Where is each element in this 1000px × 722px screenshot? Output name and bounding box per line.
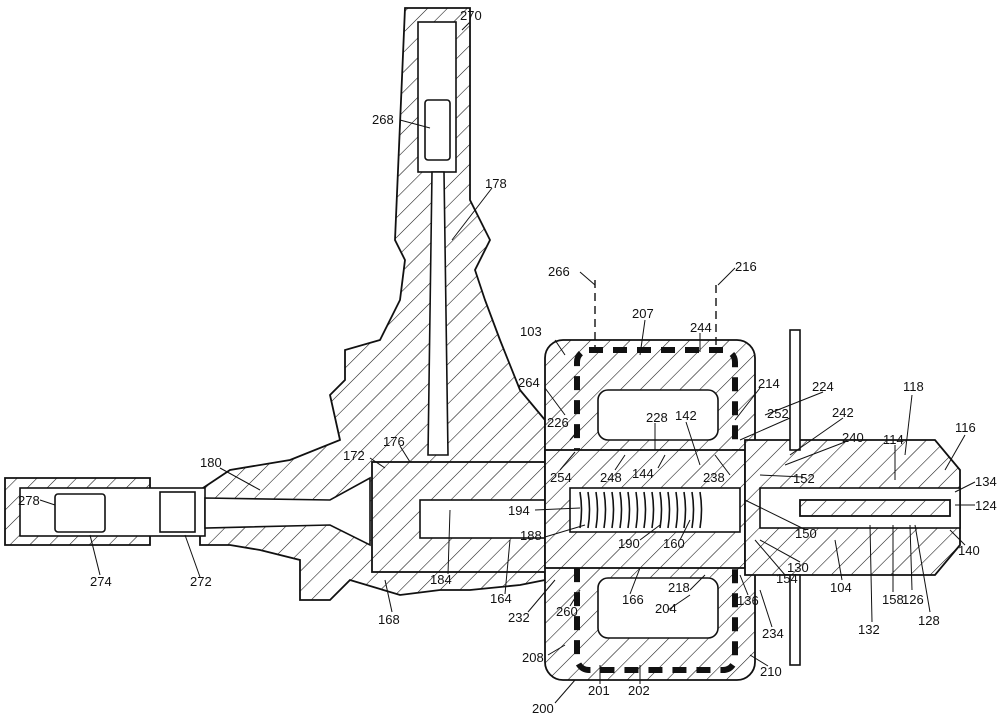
label-264: 264	[518, 375, 540, 390]
leader-lines	[39, 21, 976, 704]
label-244: 244	[690, 320, 712, 335]
label-240: 240	[842, 430, 864, 445]
label-188: 188	[520, 528, 542, 543]
label-184: 184	[430, 572, 452, 587]
label-130: 130	[787, 560, 809, 575]
label-274: 274	[90, 574, 112, 589]
label-114: 114	[883, 432, 904, 447]
coil-lower	[597, 577, 719, 639]
label-268: 268	[372, 112, 394, 127]
label-190: 190	[618, 536, 640, 551]
label-168: 168	[378, 612, 400, 627]
label-194: 194	[508, 503, 530, 518]
label-118: 118	[903, 379, 924, 394]
valve-housing	[4, 7, 546, 601]
label-176: 176	[383, 434, 405, 449]
label-232: 232	[508, 610, 530, 625]
label-158: 158	[882, 592, 904, 607]
label-210: 210	[760, 664, 782, 679]
label-204: 204	[655, 601, 677, 616]
needle-132	[799, 499, 951, 517]
label-248: 248	[600, 470, 622, 485]
label-103: 103	[520, 324, 542, 339]
label-154: 154	[776, 571, 798, 586]
label-202: 202	[628, 683, 650, 698]
label-270: 270	[460, 8, 482, 23]
label-104: 104	[830, 580, 852, 595]
vertical-passage	[427, 171, 449, 456]
part-272	[159, 491, 196, 533]
label-207: 207	[632, 306, 654, 321]
label-172: 172	[343, 448, 365, 463]
label-201: 201	[588, 683, 610, 698]
spring-194	[579, 491, 703, 529]
label-160: 160	[663, 536, 685, 551]
label-200: 200	[532, 701, 554, 716]
label-142: 142	[675, 408, 697, 423]
label-152: 152	[793, 471, 815, 486]
label-166: 166	[622, 592, 644, 607]
label-126: 126	[902, 592, 924, 607]
label-218: 218	[668, 580, 690, 595]
label-180: 180	[200, 455, 222, 470]
reference-numerals: 270 268 178 266 216 207 244 103 264 214 …	[18, 8, 997, 716]
label-252: 252	[767, 406, 789, 421]
label-238: 238	[703, 470, 725, 485]
label-242: 242	[832, 405, 854, 420]
plug-274	[54, 493, 106, 533]
label-116: 116	[955, 420, 976, 435]
label-144: 144	[632, 466, 654, 481]
label-278: 278	[18, 493, 40, 508]
inner-bore	[569, 487, 741, 533]
bracket-post	[789, 329, 801, 451]
label-226: 226	[547, 415, 569, 430]
label-124: 124	[975, 498, 997, 513]
label-224: 224	[812, 379, 834, 394]
passage-180	[204, 476, 371, 547]
plug-268	[424, 99, 451, 161]
label-134: 134	[975, 474, 997, 489]
label-178: 178	[485, 176, 507, 191]
label-132: 132	[858, 622, 880, 637]
label-136: 136	[737, 593, 759, 608]
label-128: 128	[918, 613, 940, 628]
label-254: 254	[550, 470, 572, 485]
label-150: 150	[795, 526, 817, 541]
label-272: 272	[190, 574, 212, 589]
label-228: 228	[646, 410, 668, 425]
label-260: 260	[556, 604, 578, 619]
label-214: 214	[758, 376, 780, 391]
label-140: 140	[958, 543, 980, 558]
label-164: 164	[490, 591, 512, 606]
label-266: 266	[548, 264, 570, 279]
bracket-post-lower	[789, 574, 801, 666]
label-208: 208	[522, 650, 544, 665]
label-216: 216	[735, 259, 757, 274]
label-234: 234	[762, 626, 784, 641]
